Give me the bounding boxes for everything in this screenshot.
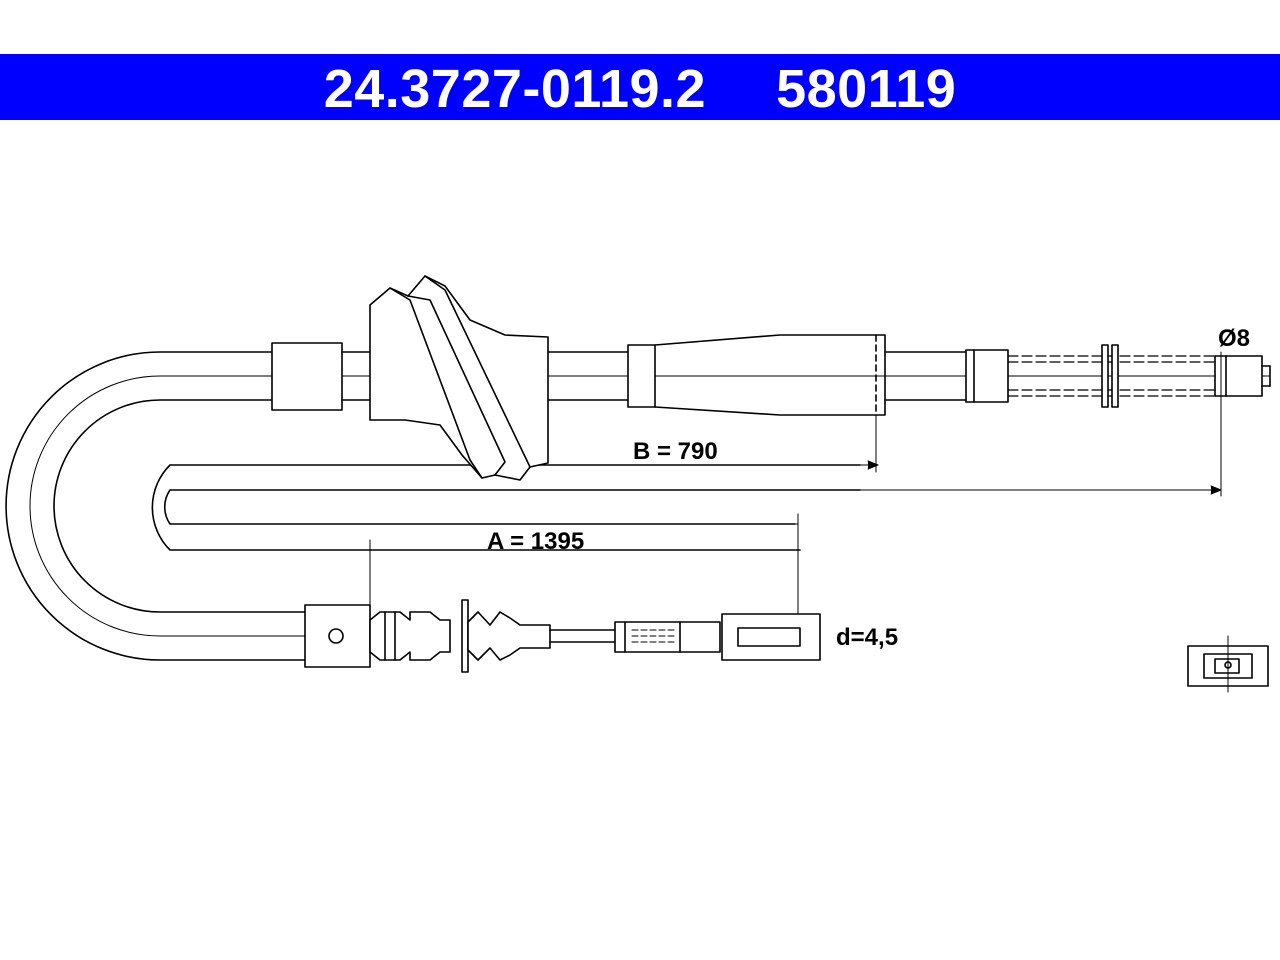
return-loop-inner bbox=[163, 489, 861, 525]
end-ferrule bbox=[965, 349, 1009, 403]
end-nut bbox=[1214, 355, 1263, 397]
sheath-center-line bbox=[29, 375, 306, 637]
dimension-a-label: A = 1395 bbox=[487, 528, 584, 555]
end-plate bbox=[721, 613, 821, 661]
end-slot bbox=[737, 627, 801, 647]
wire-diameter-label: d=4,5 bbox=[836, 624, 898, 651]
lock-nut bbox=[1111, 344, 1119, 408]
part-number: 24.3727-0119.2 bbox=[323, 59, 707, 119]
tapered-sleeve bbox=[627, 334, 886, 416]
sheath-outer-line bbox=[5, 351, 306, 661]
dimension-b-lines bbox=[547, 414, 879, 473]
wire-terminal bbox=[614, 621, 721, 653]
eye-hole bbox=[328, 628, 344, 644]
overall-dimension-line bbox=[859, 485, 1222, 495]
lower-boot bbox=[467, 611, 551, 661]
cross-section-icon bbox=[1187, 635, 1269, 693]
reference-number: 580119 bbox=[776, 59, 957, 119]
lower-washer bbox=[461, 599, 469, 673]
header-bar: 24.3727-0119.2 580119 bbox=[0, 54, 1280, 120]
eye-fitting bbox=[304, 604, 371, 668]
sheath-sleeve bbox=[271, 342, 343, 411]
sheath-inner-line bbox=[53, 399, 306, 613]
diameter-label: Ø8 bbox=[1218, 325, 1250, 352]
lock-washer bbox=[1101, 344, 1109, 408]
return-loop-outer bbox=[151, 464, 861, 551]
dimension-a-lines bbox=[359, 513, 799, 615]
lower-collar bbox=[369, 611, 451, 661]
dimension-b-label: B = 790 bbox=[633, 438, 718, 465]
grommet bbox=[369, 275, 549, 481]
